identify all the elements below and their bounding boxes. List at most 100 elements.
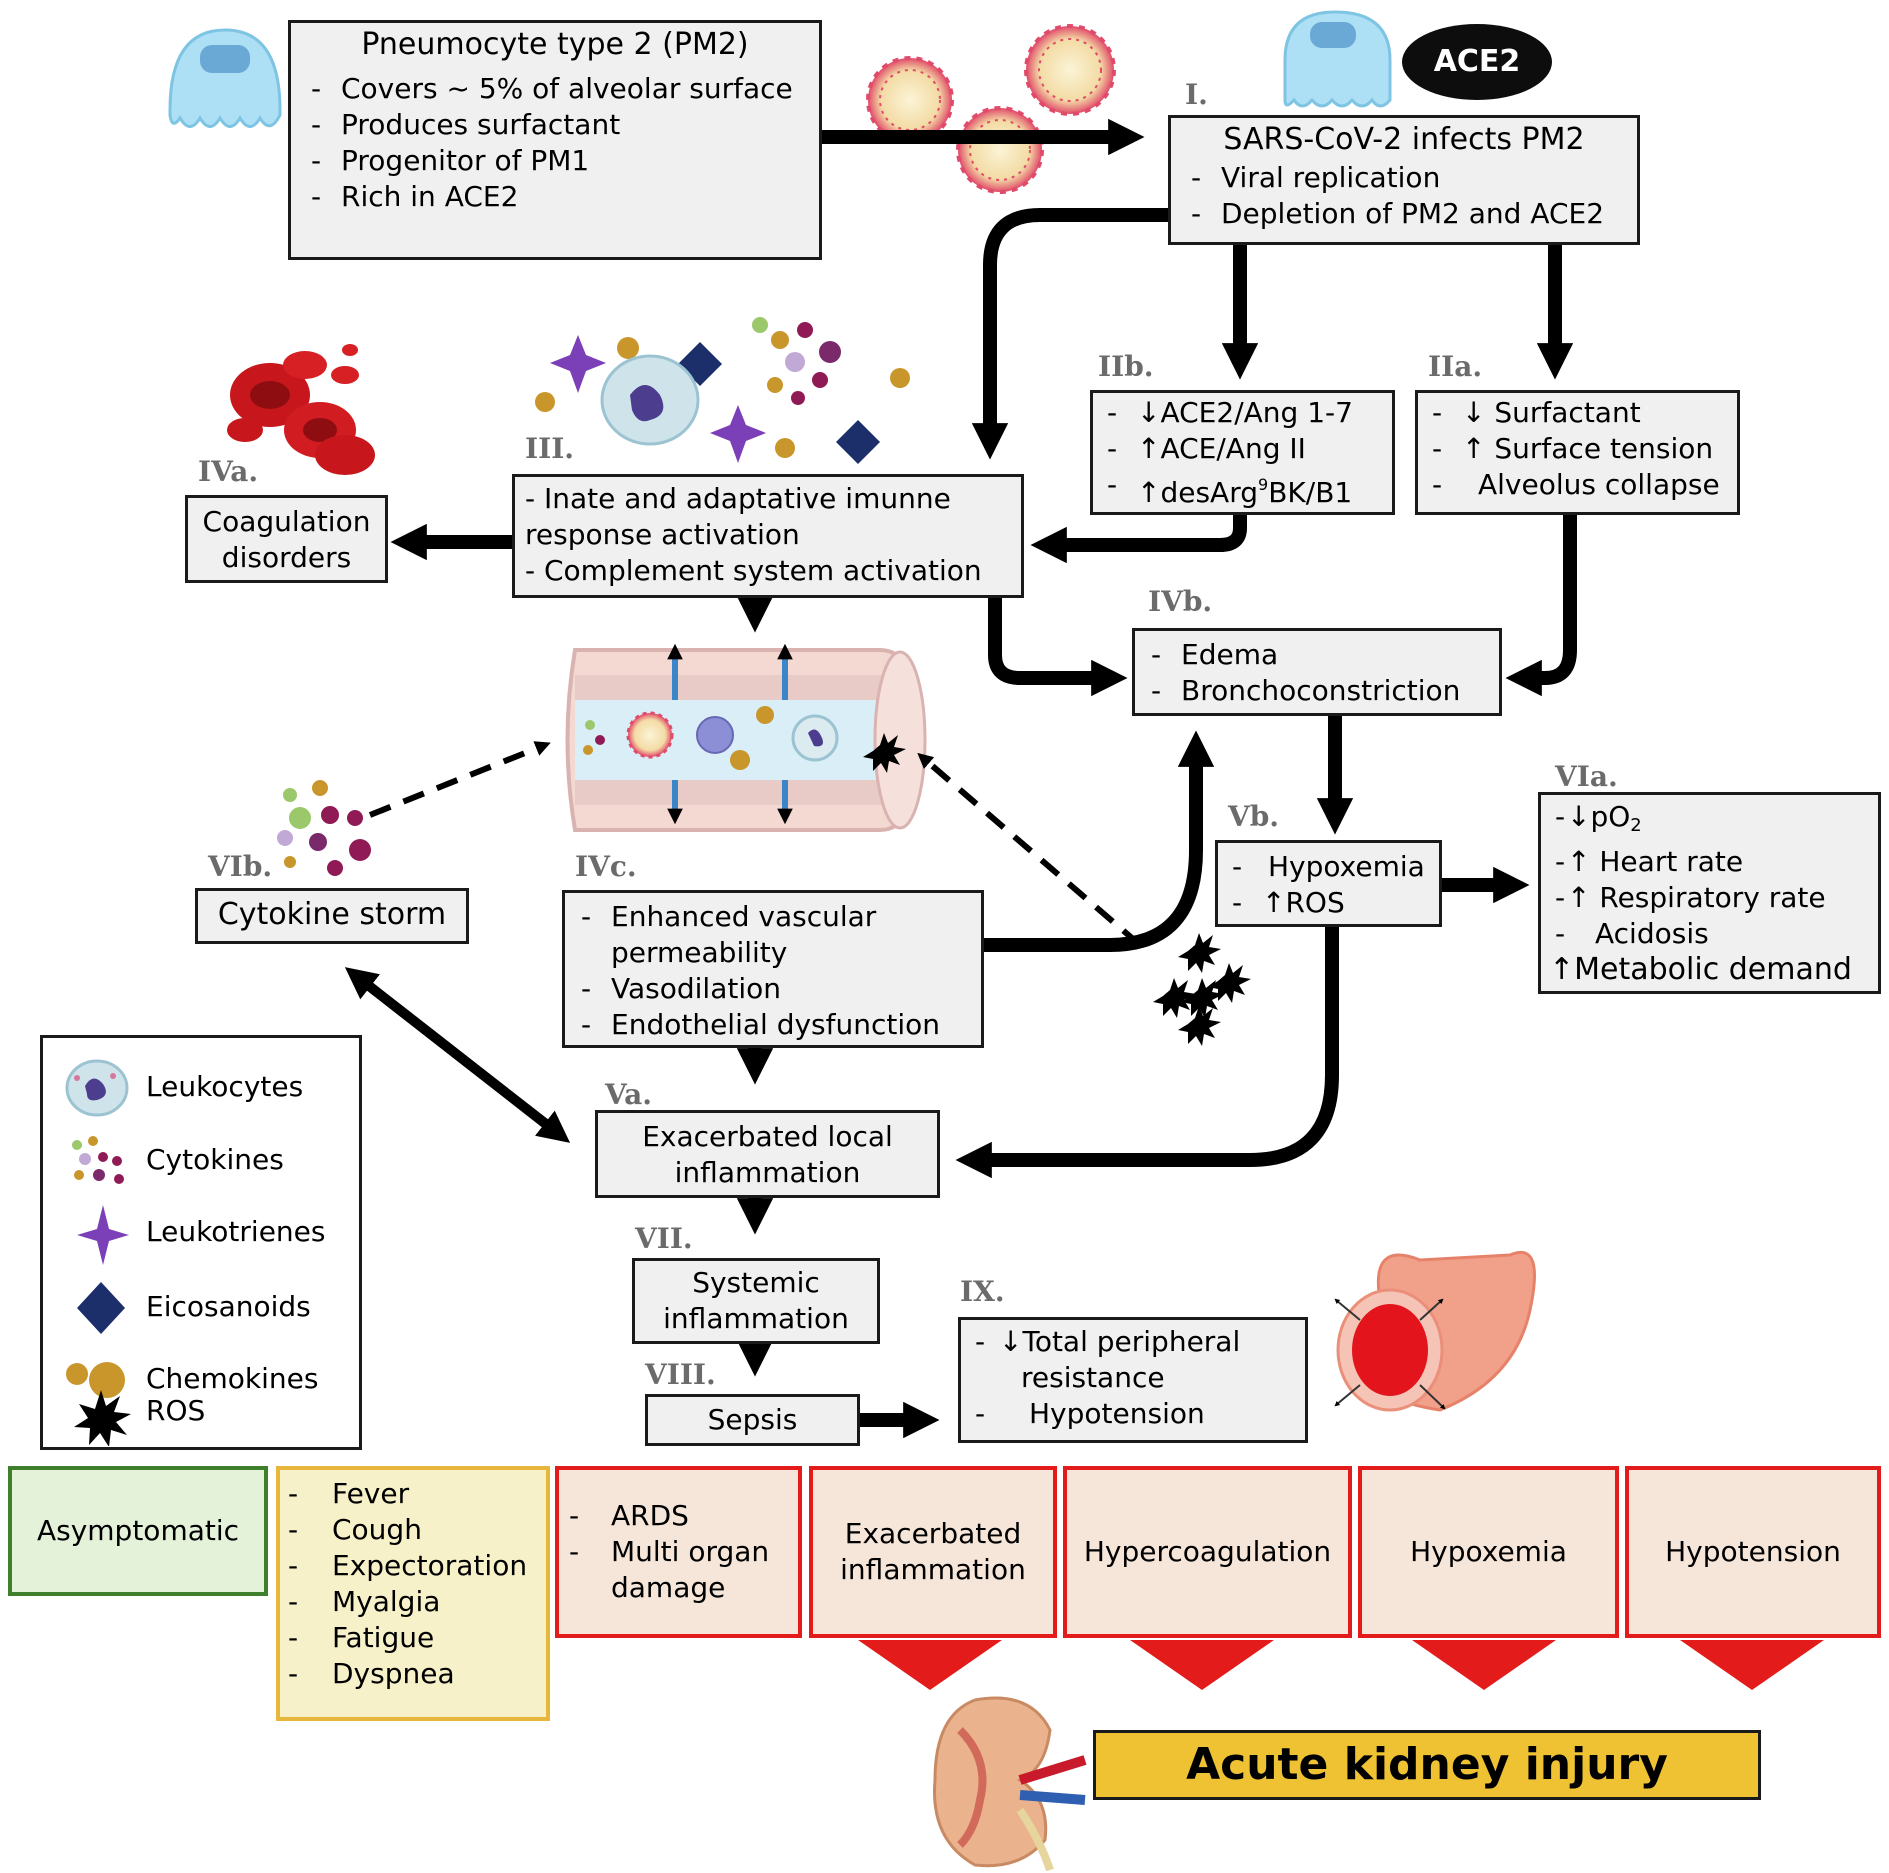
stage-label: Hypercoagulation — [1083, 1535, 1332, 1568]
step-va-tag: Va. — [605, 1078, 653, 1111]
down-arrow-icon: ↓ — [999, 1325, 1023, 1358]
up-arrow-icon: ↑ — [1137, 476, 1161, 509]
step-ivc-tag: IVc. — [575, 850, 637, 883]
stage-asymptomatic: Asymptomatic — [8, 1466, 268, 1596]
step-viii-tag: VIII. — [645, 1358, 716, 1391]
arrow-cytokine-storm-to-va — [344, 967, 571, 1143]
cytokine-storm-label: Cytokine storm — [217, 897, 447, 932]
down-arrow-icon: ↓ — [1567, 800, 1591, 833]
pneumocyte-icon — [1283, 10, 1392, 108]
pm2-item: Rich in ACE2 — [305, 179, 805, 215]
step-iia-tag: IIa. — [1428, 350, 1483, 383]
exacerbated-line: Exacerbated — [844, 1517, 1022, 1550]
virus-icon — [1024, 24, 1116, 116]
pm2-item: Produces surfactant — [305, 107, 805, 143]
systemic-inflammation-line: inflammation — [663, 1302, 849, 1335]
infection-item: Depletion of PM2 and ACE2 — [1185, 196, 1623, 232]
legend-label: Cytokines — [146, 1143, 284, 1176]
legend-item-cytokines: Cytokines — [43, 1131, 359, 1191]
cytokines-icon — [72, 1136, 124, 1184]
step-vb-tag: Vb. — [1228, 800, 1280, 833]
symptom-item: Fatigue — [282, 1620, 527, 1656]
step-iib-tag: IIb. — [1098, 350, 1154, 383]
systemic-inflammation-box: Systemic inflammation — [632, 1258, 880, 1344]
kidney-icon — [933, 1696, 1087, 1872]
red-arrow — [1130, 1640, 1274, 1690]
stage-mild: Fever Cough Expectoration Myalgia Fatigu… — [276, 1466, 550, 1721]
step-via-tag: VIa. — [1555, 760, 1618, 793]
eicosanoid-icon — [77, 1282, 125, 1334]
immune-line: - Inate and adaptative imunne — [525, 482, 951, 515]
effect-item: ↑ Heart rate — [1549, 844, 1870, 880]
stage-hypoxemia: Hypoxemia — [1358, 1466, 1619, 1638]
red-arrow — [1412, 1640, 1556, 1690]
vascular-item: Endothelial dysfunction — [575, 1007, 971, 1043]
legend: Leukocytes Cytokines Leukotrienes Eicosa… — [40, 1035, 362, 1450]
local-inflammation-line: Exacerbated local — [642, 1120, 893, 1153]
ace2-badge: ACE2 — [1402, 24, 1552, 100]
pm2-title: Pneumocyte type 2 (PM2) — [361, 27, 749, 62]
local-inflammation-box: Exacerbated local inflammation — [595, 1110, 940, 1198]
step-ix-tag: IX. — [960, 1275, 1005, 1308]
stage-label: Hypotension — [1665, 1535, 1841, 1568]
raas-item: ↓ACE2/Ang 1-7 — [1101, 395, 1384, 431]
edema-box: Edema Bronchoconstriction — [1132, 628, 1502, 716]
hypotension-box: ↓Total peripheral resistance Hypotension — [958, 1317, 1308, 1443]
pneumocyte-icon — [168, 28, 282, 128]
coagulation-line: Coagulation — [202, 505, 371, 538]
leukotriene-icon — [77, 1205, 129, 1265]
cytokine-storm-box: Cytokine storm — [195, 888, 469, 944]
edema-item: Bronchoconstriction — [1145, 673, 1489, 709]
ros-icon — [1153, 933, 1251, 1046]
up-arrow-icon: ↑ — [1462, 432, 1495, 465]
ards-item: Multi organ — [563, 1534, 769, 1570]
immune-line: response activation — [525, 518, 800, 551]
acute-kidney-injury-box: Acute kidney injury — [1093, 1730, 1761, 1800]
infection-item: Viral replication — [1185, 160, 1623, 196]
vascular-item: Enhanced vascular — [575, 899, 971, 935]
dashed-arrow-ros-to-vessel — [917, 752, 1142, 948]
step-vii-tag: VII. — [635, 1222, 693, 1255]
symptom-item: Myalgia — [282, 1584, 527, 1620]
arrow-iia-to-ivb — [1505, 515, 1577, 697]
systemic-inflammation-line: Systemic — [692, 1266, 820, 1299]
stage-label: Hypoxemia — [1410, 1535, 1567, 1568]
arrow-vb-to-va — [955, 925, 1339, 1179]
up-arrow-icon: ↑ — [1567, 881, 1600, 914]
raas-item: ↑ACE/Ang II — [1101, 431, 1384, 467]
legend-label: Leukocytes — [146, 1070, 304, 1103]
ards-item: ARDS — [563, 1498, 769, 1534]
virus-icon — [866, 56, 954, 144]
up-arrow-icon: ↑ — [1567, 845, 1600, 878]
coagulation-line: disorders — [221, 541, 352, 574]
surfactant-item: ↓ Surfactant — [1426, 395, 1729, 431]
systemic-effects-box: ↓pO2 ↑ Heart rate ↑ Respiratory rate Aci… — [1538, 792, 1881, 994]
surfactant-item: Alveolus collapse — [1426, 467, 1729, 503]
dashed-arrow-cytokines-to-vessel — [368, 741, 551, 818]
effect-item: ↑Metabolic demand — [1549, 952, 1852, 987]
hypotension-bullet-mask — [962, 1360, 992, 1392]
up-arrow-icon: ↑ — [1549, 952, 1575, 987]
up-arrow-icon: ↑ — [1262, 886, 1286, 919]
step-ivb-tag: IVb. — [1148, 585, 1213, 618]
exacerbated-line: inflammation — [840, 1553, 1026, 1586]
legend-label: Leukotrienes — [146, 1215, 326, 1248]
symptom-item: Expectoration — [282, 1548, 527, 1584]
vascular-item-continued: permeability — [575, 935, 971, 971]
legend-label: ROS — [146, 1394, 206, 1427]
surfactant-item: ↑ Surface tension — [1426, 431, 1729, 467]
ards-bullet-mask — [566, 1588, 596, 1618]
stage-hypotension: Hypotension — [1625, 1466, 1881, 1638]
dilated-vessel-icon — [1334, 1250, 1536, 1412]
legend-item-eicosanoids: Eicosanoids — [43, 1278, 359, 1338]
ace2-badge-label: ACE2 — [1433, 44, 1521, 79]
stage-exacerbated-inflammation: Exacerbated inflammation — [809, 1466, 1057, 1638]
legend-item-chemokines: Chemokines — [43, 1350, 359, 1410]
legend-label: Eicosanoids — [146, 1290, 311, 1323]
up-arrow-icon: ↑ — [1137, 432, 1161, 465]
red-arrow — [1680, 1640, 1824, 1690]
vascular-item: Vasodilation — [575, 971, 971, 1007]
surfactant-box: ↓ Surfactant ↑ Surface tension Alveolus … — [1415, 390, 1740, 515]
effect-item: Acidosis — [1549, 916, 1870, 952]
